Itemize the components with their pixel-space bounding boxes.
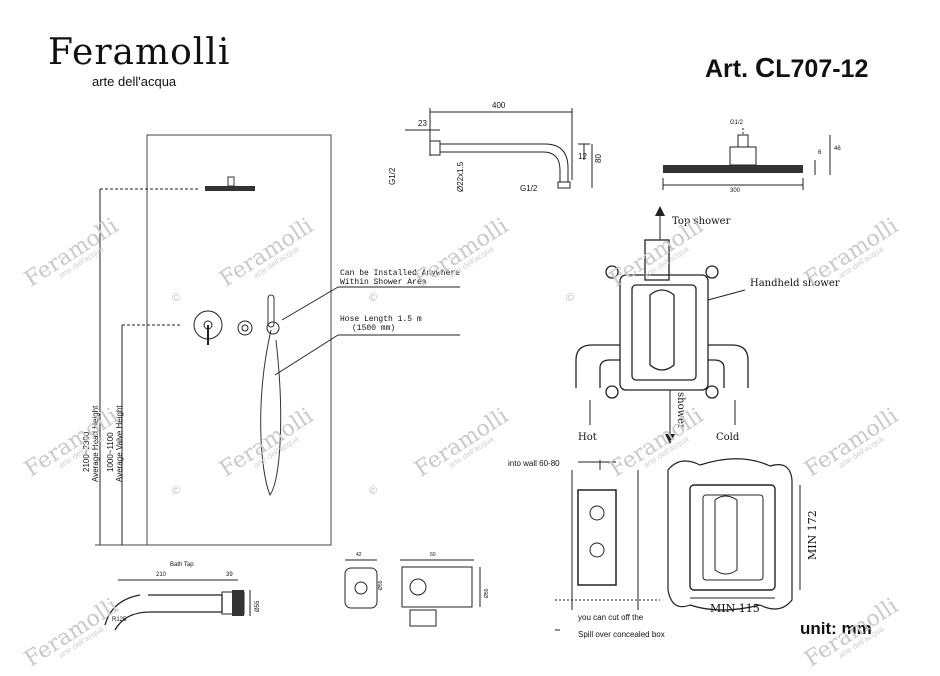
holder-dim-b: 60 [430, 552, 436, 558]
holder-dim-c: Ø55 [378, 580, 384, 590]
head-height: 46 [834, 146, 841, 152]
hot-label: Hot [578, 432, 597, 443]
arm-thread-bottom: G1/2 [520, 184, 538, 193]
holder-dim-a: 42 [356, 552, 362, 558]
box-front-drawing [667, 458, 801, 611]
hose-length-label-1: Hose Length 1.5 m [340, 315, 422, 324]
head-drawing [662, 128, 831, 190]
bath-tap-radius: R125 [112, 617, 127, 623]
copyright-mark: © [369, 292, 378, 304]
bath-tap-diameter: Ø55 [255, 600, 261, 612]
copyright-mark: © [172, 292, 181, 304]
box-min-height: MIN 172 [806, 510, 819, 560]
article-number: Art. CL707-12 [705, 52, 868, 84]
brand-tagline: arte dell'acqua [92, 74, 177, 89]
install-anywhere-label-1: Can be Installed Anywhere [340, 269, 461, 278]
copyright-mark: © [566, 292, 575, 304]
wall-section-drawing [555, 460, 660, 631]
arm-diameter: Ø22x1.5 [456, 161, 465, 192]
install-anywhere-label-2: Within Shower Area [340, 278, 427, 287]
head-width: 300 [730, 188, 741, 194]
brand-logo: Feramolli [48, 32, 231, 73]
arm-drop: 80 [594, 154, 603, 163]
valve-box-drawing [575, 206, 749, 444]
unit-label: unit: mm [800, 619, 872, 638]
arm-drawing [405, 108, 593, 189]
arm-thread-left: G1/2 [388, 167, 397, 185]
box-min-width: MIN 115 [710, 602, 760, 615]
handheld-shower-label: Handheld shower [750, 278, 840, 289]
copyright-mark: © [369, 485, 378, 497]
into-wall-label: into wall 60-80 [508, 459, 560, 468]
holder-dim-d: Ø55 [484, 588, 490, 598]
copyright-mark: © [172, 485, 181, 497]
hose-length-label-2: (1500 mm) [352, 324, 396, 333]
head-thickness: 6 [818, 150, 822, 156]
bath-tap-length: 210 [156, 572, 167, 578]
arm-drop-small: 12 [578, 152, 587, 161]
holder-drawing [344, 559, 481, 627]
cut-off-label: you can cut off the [578, 613, 644, 622]
bath-tap-drawing [104, 579, 251, 631]
cold-label: Cold [716, 432, 740, 443]
spill-over-label: Spill over concealed box [578, 630, 665, 639]
bath-tap-depth: 39 [226, 572, 233, 578]
article-code: L707-12 [775, 55, 869, 83]
head-thread: G1/2 [730, 120, 744, 126]
arm-length: 400 [492, 101, 506, 110]
top-shower-label: Top shower [672, 216, 731, 227]
article-bold-letter: C [755, 52, 776, 83]
install-view [95, 134, 460, 546]
bath-tap-title: Bath Tap [170, 562, 194, 568]
arm-offset: 23 [418, 119, 427, 128]
article-prefix: Art. [705, 55, 755, 83]
